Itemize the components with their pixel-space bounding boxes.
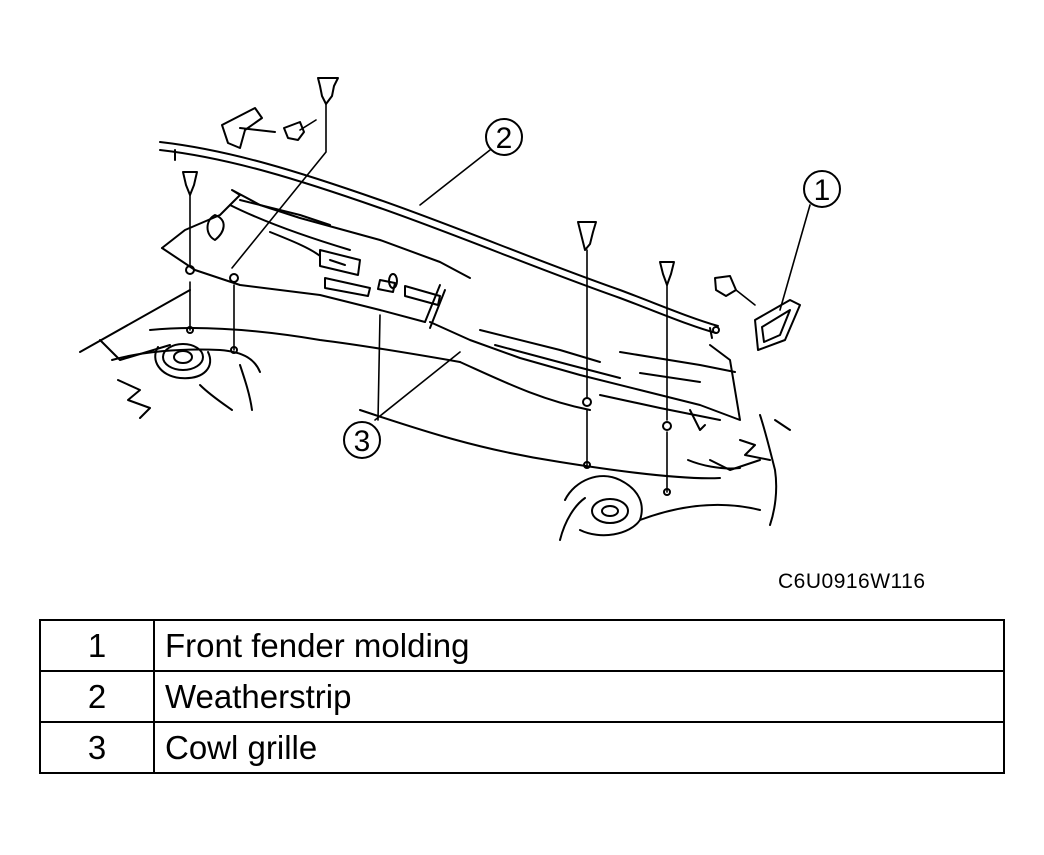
legend-number: 3 — [39, 721, 155, 774]
clips — [182, 77, 737, 297]
body-panel-right — [359, 361, 791, 541]
callout-circle-3 — [343, 421, 381, 459]
callout-2-label: 2 — [496, 122, 513, 155]
callout-1-label: 1 — [814, 174, 831, 207]
legend-description: Cowl grille — [153, 721, 1005, 774]
legend-row: 2 Weatherstrip — [39, 670, 1005, 723]
weatherstrip — [159, 141, 720, 339]
front-fender-molding — [754, 299, 801, 351]
left-molding-piece — [221, 107, 276, 149]
exploded-parts-diagram: 1 2 3 — [79, 77, 841, 541]
legend-number: 2 — [39, 670, 155, 723]
figure-code: C6U0916W116 — [778, 570, 926, 593]
leader-lines — [189, 103, 811, 493]
callout-circle-2 — [485, 118, 523, 156]
legend-table: 1 Front fender molding 2 Weatherstrip 3 … — [39, 619, 1005, 774]
callout-circle-1 — [803, 170, 841, 208]
legend-number: 1 — [39, 619, 155, 672]
body-panel-left — [79, 289, 461, 419]
callout-3-label: 3 — [354, 425, 371, 458]
legend-description: Front fender molding — [153, 619, 1005, 672]
legend-row: 3 Cowl grille — [39, 721, 1005, 774]
legend-description: Weatherstrip — [153, 670, 1005, 723]
mounting-holes — [185, 265, 672, 496]
legend-row: 1 Front fender molding — [39, 619, 1005, 672]
